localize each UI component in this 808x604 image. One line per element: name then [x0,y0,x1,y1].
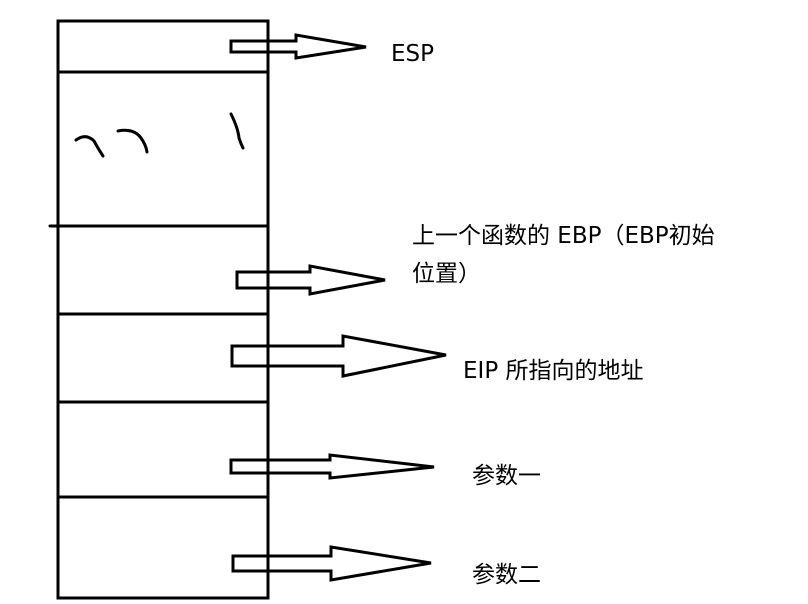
arrow-arg2 [231,545,432,582]
label-previous-ebp: 上一个函数的 EBP（EBP初始 位置） [412,217,715,293]
scribble-mark [229,112,245,150]
label-arg1: 参数一 [472,463,541,489]
arrow-esp [229,33,367,60]
arrow-ebp [235,264,386,296]
arrow-eip [230,334,447,378]
scribble-mark [74,135,105,158]
label-arg2: 参数二 [472,562,541,588]
label-previous-ebp-line1: 上一个函数的 EBP（EBP初始 [412,223,715,249]
label-esp: ESP [391,41,435,67]
label-eip: EIP 所指向的地址 [463,358,644,384]
scribble-mark [116,128,149,154]
label-previous-ebp-line2: 位置） [412,261,481,287]
stack-frame-box [56,19,270,600]
arrow-arg1 [229,453,435,480]
